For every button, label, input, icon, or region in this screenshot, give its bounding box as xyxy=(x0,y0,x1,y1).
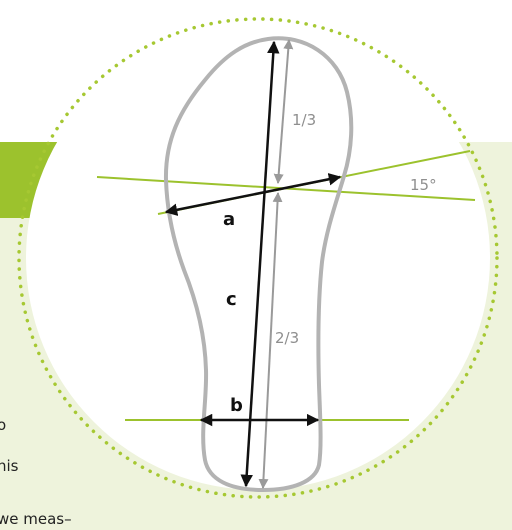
width-arrow-a xyxy=(164,173,342,216)
upper-third-arrow xyxy=(273,39,294,184)
label-b: b xyxy=(230,395,243,416)
label-a: a xyxy=(223,209,235,230)
length-arrow-c xyxy=(240,40,280,488)
label-c: c xyxy=(226,289,237,310)
dotted-circle-border xyxy=(17,17,499,499)
green-tab xyxy=(0,142,62,218)
body-text-line-1: o xyxy=(0,416,6,434)
label-two-thirds: 2/3 xyxy=(275,329,299,347)
body-text-line-3: we meas– xyxy=(0,510,72,528)
body-text-line-2: his xyxy=(0,457,19,475)
label-one-third: 1/3 xyxy=(292,111,316,129)
label-angle: 15° xyxy=(410,176,437,194)
